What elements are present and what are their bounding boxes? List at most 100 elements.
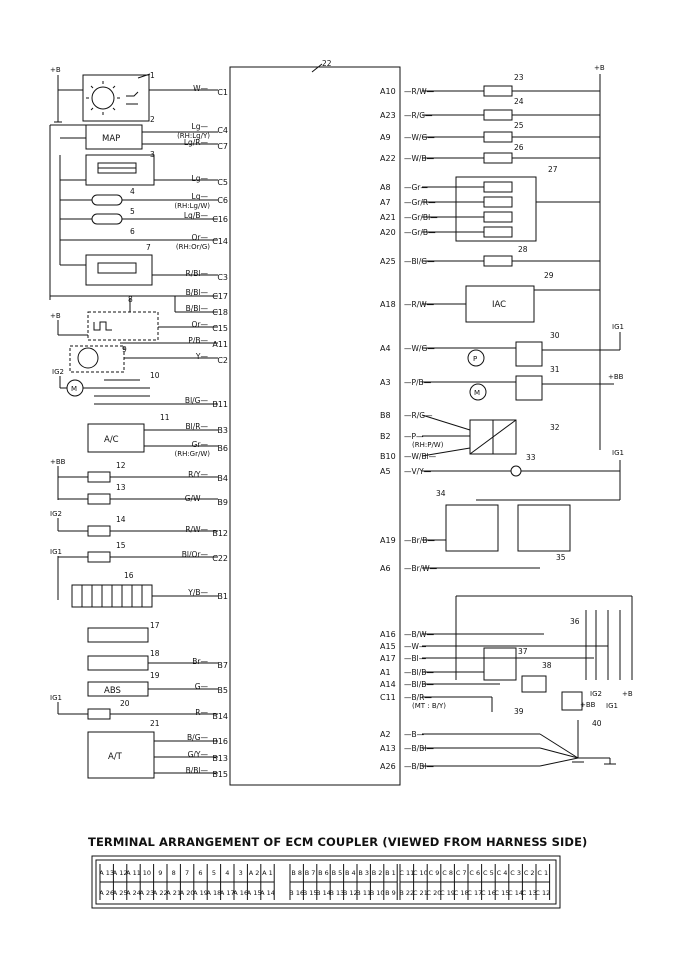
ecm-pin-A6: A6 (380, 564, 391, 573)
coupler-a-top-cell: A 11 (126, 869, 141, 877)
component-number-20: 20 (120, 699, 130, 708)
ecm-pin-A13: A13 (380, 744, 396, 753)
diagram-dynamic: C1W—C4Lg—(RH:Lg/Y)C7Lg/R—C5Lg—C6Lg—(RH:L… (99, 71, 602, 900)
power-plus-bb-31: +BB (608, 373, 624, 381)
ecm-wire-B8: —R/G— (404, 411, 433, 420)
ecm-pin-B5: B5 (217, 686, 228, 695)
ecm-pin-A10: A10 (380, 87, 396, 96)
coupler-b-bottom-cell: B 9 (385, 889, 396, 897)
coupler-b-top-cell: B 5 (332, 869, 343, 877)
component-number-9: 9 (122, 345, 127, 354)
ac-label: A/C (104, 435, 119, 445)
ecm-wire-B6: Gr— (192, 440, 209, 449)
coupler-b-bottom-cell: B 13 (330, 889, 345, 897)
ecm-pin-B7: B7 (217, 661, 228, 670)
ecm-pin-C15: C15 (212, 324, 228, 333)
coupler-a-bottom-cell: A 14 (260, 889, 275, 897)
ecm-wire-B12: R/W— (185, 525, 208, 534)
component-number-35: 35 (556, 553, 566, 562)
coupler-c-top-cell: C 11 (399, 869, 414, 877)
component-number-30: 30 (550, 331, 560, 340)
component-number-28: 28 (518, 245, 528, 254)
component-number-1: 1 (150, 71, 155, 80)
ecm-wire-B11: Bl/G— (185, 396, 209, 405)
coupler-c-bottom-cell: B 22 (399, 889, 414, 897)
component-number-12: 12 (116, 461, 126, 470)
ecm-wire-C14: Or— (192, 233, 209, 242)
ecm-pin-C16: C16 (212, 215, 228, 224)
coupler-b-top-cell: B 4 (345, 869, 356, 877)
ecm-wire-B7: Br— (192, 657, 208, 666)
coupler-c-bottom-cell: C 21 (413, 889, 428, 897)
ecm-wire-C18: B/Bl— (186, 304, 209, 313)
component-number-33: 33 (526, 453, 536, 462)
coupler-a-top-cell: 5 (212, 869, 216, 877)
component-number-19: 19 (150, 671, 160, 680)
coupler-a-bottom-cell: A 19 (193, 889, 208, 897)
ecm-wire-B15: B/Bl— (186, 766, 209, 775)
ecm-wire-A13: —B/Bl— (404, 744, 434, 753)
component-number-5: 5 (130, 207, 135, 216)
coupler-c-bottom-cell: C 14 (508, 889, 523, 897)
coupler-c-bottom-cell: C 13 (522, 889, 537, 897)
coupler-a-top-cell: A 1 (262, 869, 273, 877)
ecm-pin-C11: C11 (380, 693, 396, 702)
at-label: A/T (108, 752, 123, 762)
component-number-37: 37 (518, 647, 528, 656)
coupler-c-top-cell: C 3 (510, 869, 521, 877)
ecm-wire-A20: —Gr/B— (404, 228, 436, 237)
component-number-34: 34 (436, 489, 446, 498)
ecm-wire-A7: —Gr/R— (404, 198, 436, 207)
ecm-pin-A17: A17 (380, 654, 396, 663)
ecm-wire-C11: —B/R— (404, 693, 432, 702)
component-number-38: 38 (542, 661, 552, 670)
coupler-c-bottom-cell: C 17 (467, 889, 482, 897)
ecm-pin-B3: B3 (217, 426, 228, 435)
coupler-a-bottom-cell: A 24 (126, 889, 141, 897)
ecm-pin-A8: A8 (380, 183, 391, 192)
ecm-wire-A21: —Gr/Bl— (404, 213, 438, 222)
component-number-39: 39 (514, 707, 524, 716)
ecm-pin-A20: A20 (380, 228, 396, 237)
iac-label: IAC (492, 300, 506, 310)
coupler-a-bottom-cell: A 22 (153, 889, 168, 897)
ecm-wire-B10: —W/Bl— (404, 452, 437, 461)
ecm-pin-A21: A21 (380, 213, 396, 222)
coupler-a-bottom-cell: A 23 (140, 889, 155, 897)
ecm-wire-A17: —Bl— (404, 654, 427, 663)
ecm-wire-A10: —R/W— (404, 87, 435, 96)
power-ig2-bottom: IG2 (590, 690, 602, 698)
ecm-pin-C3: C3 (217, 273, 228, 282)
ecm-pin-A3: A3 (380, 378, 391, 387)
component-number-32: 32 (550, 423, 560, 432)
component-number-10: 10 (150, 371, 160, 380)
power-ig1-20: IG1 (50, 694, 62, 702)
component-number-31: 31 (550, 365, 560, 374)
ecm-wire-A26: —B/Bl— (404, 762, 434, 771)
ecm-wire-B5: G— (195, 682, 209, 691)
coupler-c-top-cell: C 9 (429, 869, 440, 877)
ecm-pin-A1: A1 (380, 668, 391, 677)
ecm-wire-A18: —R/W— (404, 300, 435, 309)
diagram-static-linework (49, 63, 633, 909)
power-plus-bb-12: +BB (50, 458, 66, 466)
ecm-wire-C3: R/Bl— (186, 269, 209, 278)
ecm-wire-A8: —Gr— (404, 183, 428, 192)
ecm-wire-C5: Lg— (192, 174, 209, 183)
ecm-pin-A11: A11 (212, 340, 228, 349)
ecm-wire-A16: —B/W— (404, 630, 435, 639)
coupler-a-top-cell: 9 (158, 869, 162, 877)
coupler-b-top-cell: B 3 (358, 869, 369, 877)
ecm-pin-B15: B15 (212, 770, 228, 779)
component-number-24: 24 (514, 97, 524, 106)
coupler-a-top-cell: 3 (239, 869, 243, 877)
coupler-a-top-cell: A 13 (99, 869, 114, 877)
component-number-6: 6 (130, 227, 135, 236)
ecm-pin-A16: A16 (380, 630, 396, 639)
ecm-wire-B14: R— (195, 708, 208, 717)
component-number-27: 27 (548, 165, 558, 174)
ecm-wire-alt-C14: (RH:Or/G) (176, 243, 210, 251)
ecm-wire-A6: —Br/W— (404, 564, 438, 573)
coupler-a-top-cell: A 12 (113, 869, 128, 877)
